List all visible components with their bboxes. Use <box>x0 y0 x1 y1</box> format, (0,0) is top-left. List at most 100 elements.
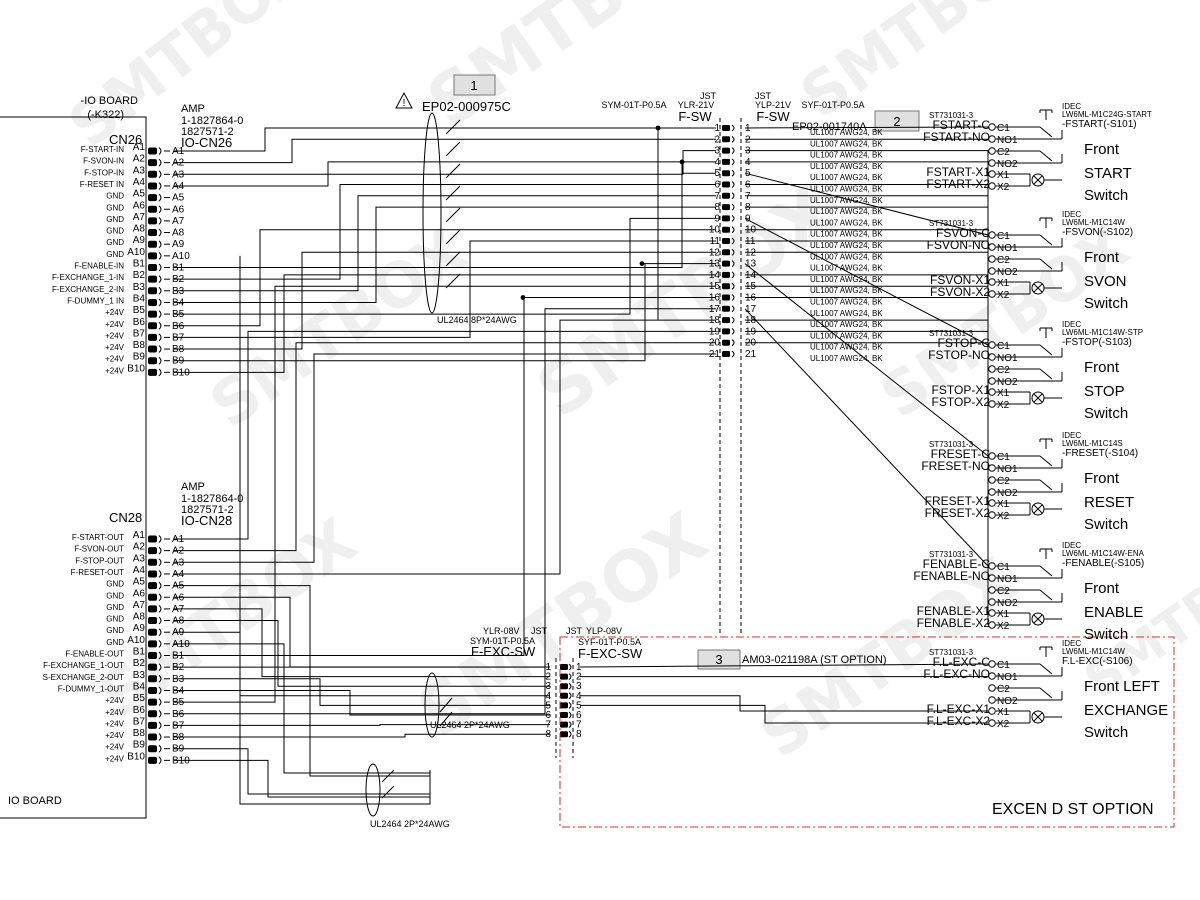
wire-spec-label: UL1007 AWG24, BK <box>810 320 883 329</box>
switch-st-partno: ST731031-3 <box>929 440 974 449</box>
cn28-pin-left: A5 <box>133 577 146 588</box>
pin-contact <box>148 170 157 178</box>
switch-term-x1: X1 <box>997 278 1010 289</box>
switch-terminal <box>988 476 996 484</box>
shield-tick <box>445 251 461 267</box>
switch-st-partno: ST731031-3 <box>929 219 974 228</box>
shield-tick <box>445 163 461 179</box>
pin-socket <box>158 558 162 567</box>
cn26-pin-right: A10 <box>172 251 190 262</box>
cn28-return-wire <box>174 643 430 774</box>
pin-socket <box>158 251 162 260</box>
wire-spec-label: UL1007 AWG24, BK <box>810 207 883 216</box>
cn28-pin-right: B3 <box>172 674 185 685</box>
fsw-pin-contact <box>722 271 730 278</box>
switch-terminal <box>988 278 996 286</box>
fsw-pin-contact <box>722 305 730 312</box>
cn26-to-fsw-wire <box>174 274 716 373</box>
fsw-pin-left: 19 <box>709 326 721 337</box>
contact-blade <box>1039 479 1053 491</box>
cn28-pin-right: B7 <box>172 720 185 731</box>
cn28-pin-left: B4 <box>133 681 146 692</box>
cable-label-2p-b: UL2464 2P*24AWG <box>370 819 450 829</box>
wire-spec-label: UL1007 AWG24, BK <box>810 354 883 363</box>
fsw-pin-socket <box>731 124 735 132</box>
shield-tick <box>445 185 461 201</box>
switch-term-no1: NO1 <box>997 135 1018 146</box>
switch-term-c2: C2 <box>997 476 1010 487</box>
cn26-pin-left: B7 <box>133 328 146 339</box>
switch-idec-label: IDEC <box>1062 639 1081 648</box>
switch-signal-no: FSTOP-NO <box>928 348 990 362</box>
fsw-pin-right: 11 <box>745 236 756 247</box>
switch-name-line1: Front <box>1084 580 1120 597</box>
fexc-pin-contact <box>560 673 568 680</box>
contact-blade <box>1039 234 1053 246</box>
pin-socket <box>158 721 162 730</box>
contact-blade <box>1039 258 1053 270</box>
cn28-pin-right: A8 <box>172 616 185 627</box>
cn26-pin-left: B10 <box>127 363 145 374</box>
cn28-pin-right: B10 <box>172 755 190 766</box>
switch-name-line2: ENABLE <box>1084 604 1143 621</box>
fsw-pin-contact <box>722 294 730 301</box>
cn26-pin-left: B3 <box>133 282 146 293</box>
switch-term-c2: C2 <box>997 147 1010 158</box>
shield-tick <box>445 229 461 245</box>
contact-blade <box>1039 589 1053 601</box>
pin-contact <box>148 275 157 283</box>
switch-signal-x2: FSVON-X2 <box>930 285 990 299</box>
pin-contact <box>148 628 157 636</box>
fsw-pin-contact <box>722 226 730 233</box>
cn28-pin-left: A3 <box>133 553 146 564</box>
cn28-pin-right: A2 <box>172 546 185 557</box>
cn28-pin-right: A7 <box>172 604 185 615</box>
cn26-pin-left: B5 <box>133 305 146 316</box>
cn26-pin-left: A1 <box>133 142 146 153</box>
switch-term-x1: X1 <box>997 170 1010 181</box>
cn26-signal-label: F-ENABLE-IN <box>74 262 124 271</box>
switch-term-no1: NO1 <box>997 574 1018 585</box>
wire-spec-label: UL1007 AWG24, BK <box>810 275 883 284</box>
switch-term-x2: X2 <box>997 182 1010 193</box>
cn26-pin-right: B3 <box>172 286 185 297</box>
switch-signal-no: FSTART-NO <box>923 130 990 144</box>
switch-terminal <box>988 488 996 496</box>
pin-contact <box>148 229 157 237</box>
pin-contact <box>148 721 157 729</box>
cn26-signal-label: +24V <box>105 343 125 352</box>
fsw-pin-socket <box>731 147 735 154</box>
callout-box-1 <box>453 74 496 96</box>
switch-terminal <box>988 353 996 361</box>
switch-terminal <box>988 719 996 727</box>
cn28-return-wire <box>174 748 430 795</box>
fsw-part-number: EP02-001740A <box>792 121 867 133</box>
switch-terminal <box>988 341 996 349</box>
cn28-to-fsw-wire <box>174 330 716 540</box>
switch-term-c1: C1 <box>997 452 1010 463</box>
fsw-pin-right: 21 <box>745 349 757 360</box>
cn28-partno-2: 1827571-2 <box>181 504 234 516</box>
fsw-pin-left: 20 <box>709 338 721 349</box>
fsw-pin-left: 14 <box>709 270 721 281</box>
fsw-pin-socket <box>731 305 735 313</box>
fsw-pin-right: 7 <box>745 191 751 202</box>
switch-model: LW6ML-M1C14W-ENA <box>1062 549 1145 558</box>
fsw-pin-contact <box>722 339 730 346</box>
fexc-pin-left: 2 <box>545 672 551 683</box>
switch-terminal <box>988 609 996 617</box>
pin-socket <box>158 263 162 272</box>
switch-signal-x1: FRESET-X1 <box>925 494 991 508</box>
fsw-pin-socket <box>731 260 735 267</box>
fsw-pin-left: 1 <box>714 123 720 134</box>
switch-idec-label: IDEC <box>1062 320 1081 329</box>
cn28-pin-right: B1 <box>172 651 185 662</box>
switch-term-no2: NO2 <box>997 159 1018 170</box>
switch-terminal <box>988 562 996 570</box>
switch-terminal <box>988 574 996 582</box>
cn28-signal-label: GND <box>106 603 124 612</box>
cn28-pin-left: A1 <box>133 530 146 541</box>
switch-term-x1: X1 <box>997 707 1010 718</box>
cn26-signal-label: +24V <box>105 355 125 364</box>
fexc-pin-socket <box>568 721 572 728</box>
